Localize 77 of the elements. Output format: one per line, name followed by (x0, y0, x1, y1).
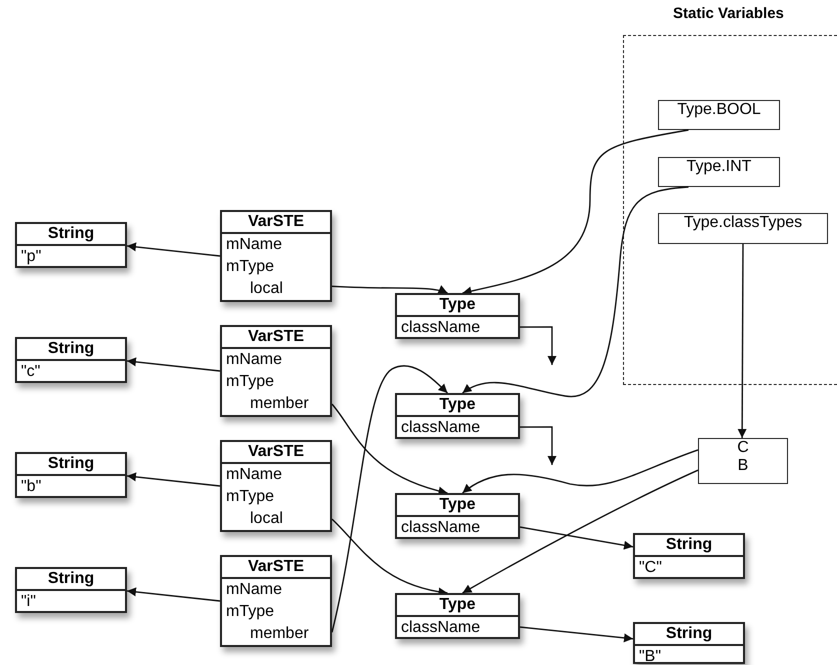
class-name: VarSTE (222, 557, 330, 579)
field-name: mType (225, 602, 276, 622)
list-item: B (736, 457, 750, 475)
list-item: C (736, 439, 750, 457)
arrow (331, 404, 448, 496)
object-box (220, 555, 332, 647)
field-name: mName (225, 235, 284, 255)
class-name: Type (397, 495, 518, 517)
field-name: "i" (20, 592, 37, 612)
field-name: mName (225, 580, 284, 600)
object-box (395, 293, 520, 339)
object-box (220, 210, 332, 302)
arrow (520, 526, 634, 550)
object-box (15, 452, 127, 498)
class-name: Type (397, 295, 518, 317)
field-name: mName (225, 350, 284, 370)
scope-value: member (249, 624, 310, 644)
field-name: "B" (638, 647, 662, 665)
object-box (15, 222, 127, 268)
field-name: "p" (20, 247, 42, 267)
variable-name: Type.INT (686, 158, 752, 176)
list-box (698, 438, 788, 484)
object-box (633, 622, 745, 664)
object-box (395, 493, 520, 539)
class-name: String (635, 624, 743, 646)
object-box (395, 393, 520, 439)
field-name: className (400, 618, 482, 638)
arrow (126, 242, 220, 257)
variable-name: Type.classTypes (682, 214, 804, 232)
class-name: VarSTE (222, 442, 330, 464)
object-box (220, 325, 332, 417)
arrow (126, 357, 220, 372)
scope-value: local (249, 509, 284, 529)
arrow (332, 518, 448, 596)
arrow (520, 326, 556, 365)
class-name: String (635, 535, 743, 557)
class-name: Type (397, 395, 518, 417)
field-name: mType (225, 487, 276, 507)
arrow (462, 470, 698, 594)
variable-name: Type.BOOL (676, 101, 762, 119)
variable-box (658, 100, 780, 130)
object-box (633, 533, 745, 579)
class-name: VarSTE (222, 327, 330, 349)
class-name: String (17, 569, 125, 591)
class-name: String (17, 224, 125, 246)
class-name: String (17, 454, 125, 476)
field-name: mType (225, 257, 276, 277)
scope-value: local (249, 279, 284, 299)
variable-box (658, 157, 780, 187)
class-name: Type (397, 595, 518, 617)
arrow (520, 626, 634, 642)
variable-box (658, 213, 828, 244)
class-name: String (17, 339, 125, 361)
field-name: "C" (638, 558, 663, 578)
object-box (15, 337, 127, 383)
field-name: mType (225, 372, 276, 392)
scope-value: member (249, 394, 310, 414)
arrow (331, 365, 448, 632)
arrow (126, 472, 220, 487)
object-box (15, 567, 127, 613)
field-name: className (400, 518, 482, 538)
arrow (462, 129, 689, 296)
object-box (395, 593, 520, 639)
field-name: mName (225, 465, 284, 485)
group-heading: Static Variables (673, 5, 784, 22)
arrow (462, 449, 698, 494)
arrow (126, 587, 220, 602)
field-name: "c" (20, 362, 42, 382)
arrow (738, 244, 747, 438)
field-name: className (400, 418, 482, 438)
arrow (520, 426, 556, 465)
arrow (462, 186, 689, 398)
arrow (332, 286, 448, 294)
class-name: VarSTE (222, 212, 330, 234)
object-box (220, 440, 332, 532)
field-name: "b" (20, 477, 42, 497)
field-name: className (400, 318, 482, 338)
